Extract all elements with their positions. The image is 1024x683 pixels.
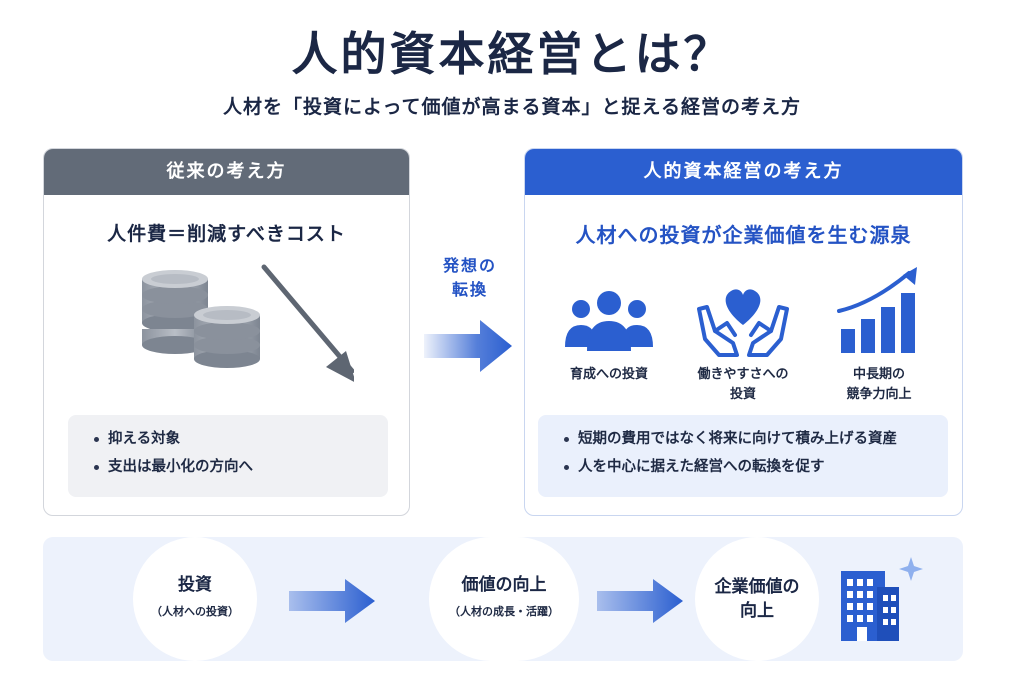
flow-step-investment: 投資 （人材への投資）: [133, 537, 257, 661]
human-capital-heading: 人材への投資が企業価値を生む源泉: [575, 223, 912, 247]
flow-step-value-increase: 価値の向上 （人材の成長・活躍）: [429, 537, 579, 661]
icon-label-training: 育成への投資: [569, 367, 648, 382]
traditional-panel-header: 従来の考え方: [44, 149, 409, 195]
human-capital-bullets: 短期の費用ではなく将来に向けて積み上げる資産 人を中心に据えた経営への転換を促す: [538, 415, 948, 497]
flow-arrow-icon: [289, 579, 375, 623]
shift-label: 発想の 転換: [442, 256, 497, 299]
flow-step-corporate-value: 企業価値の 向上: [695, 537, 819, 661]
shift-arrow-icon: [424, 320, 512, 372]
building-icon: [841, 557, 923, 641]
people-group-icon: [565, 291, 653, 351]
traditional-bullet: 抑える対象: [94, 429, 388, 457]
heart-hands-icon: [697, 289, 789, 357]
icon-label-competitiveness: 中長期の 競争力向上: [846, 367, 912, 402]
traditional-heading: 人件費＝削減すべきコスト: [107, 223, 346, 245]
page-subtitle: 人材を「投資によって価値が高まる資本」と捉える経営の考え方: [223, 96, 801, 118]
traditional-bullets: 抑える対象 支出は最小化の方向へ: [68, 415, 388, 497]
traditional-panel: 従来の考え方 人件費＝削減すべきコスト: [43, 148, 410, 516]
growth-chart-icon: [837, 267, 917, 353]
human-capital-bullet: 短期の費用ではなく将来に向けて積み上げる資産: [564, 429, 948, 457]
traditional-bullet: 支出は最小化の方向へ: [94, 457, 388, 485]
icon-label-workplace: 働きやすさへの 投資: [697, 367, 789, 402]
human-capital-bullet: 人を中心に据えた経営への転換を促す: [564, 457, 948, 485]
value-flow-band: 投資 （人材への投資） 価値の向上 （人材の成長・活躍） 企業価値の 向上: [43, 537, 963, 661]
page-title: 人的資本経営とは？: [291, 27, 733, 81]
human-capital-panel-header: 人的資本経営の考え方: [525, 149, 962, 195]
flow-arrow-icon: [597, 579, 683, 623]
human-capital-panel: 人的資本経営の考え方 人材への投資が企業価値を生む源泉 育成への投資 働きやすさ…: [524, 148, 963, 516]
coins-decline-icon: [142, 264, 354, 382]
